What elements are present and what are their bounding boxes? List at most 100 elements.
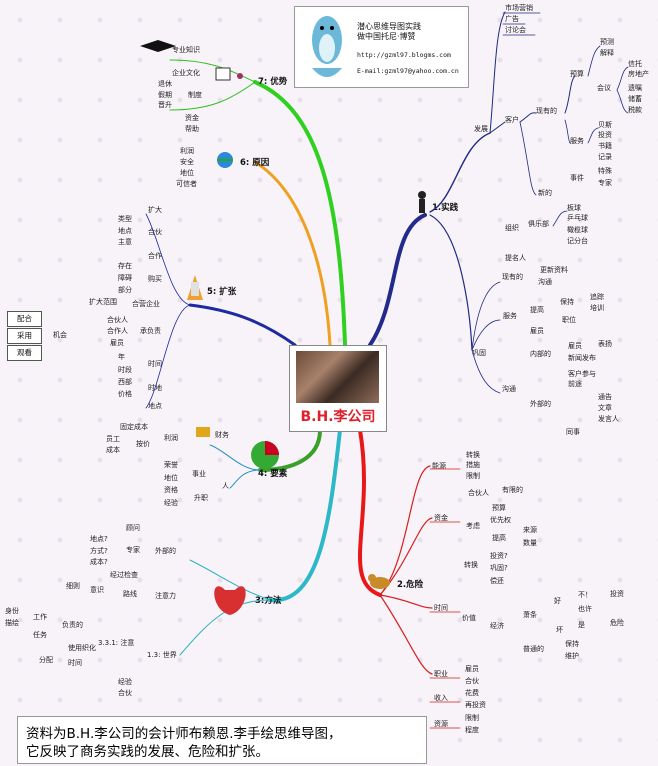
danger-maybe: 也许 <box>578 604 592 613</box>
club-b <box>552 210 568 227</box>
current-1: 沟通 <box>538 277 552 286</box>
service-0: 贝斯 <box>598 120 612 129</box>
adv-b2 <box>169 81 256 111</box>
branch-expand <box>188 303 297 347</box>
event-1: 专家 <box>598 178 612 187</box>
expand-b2 <box>145 304 191 409</box>
profit-3: 按价 <box>136 439 150 448</box>
practice-external: 外部的 <box>530 399 551 408</box>
danger-partner: 合伙人 <box>468 488 489 497</box>
practice-top-1: 广告 <box>505 14 519 23</box>
method-time: 时间 <box>68 658 82 667</box>
meeting-1: 房地产 <box>628 69 649 78</box>
practice-develop-line <box>429 132 491 213</box>
meeting-2: 遗嘱 <box>628 83 642 92</box>
expand-b1 <box>145 213 191 306</box>
keep-1: 培训 <box>590 303 604 312</box>
job-1: 合伙 <box>465 676 479 685</box>
danger-job: 职业 <box>434 669 448 678</box>
danger-time: 时间 <box>434 603 448 612</box>
expert-1: 方式? <box>90 546 108 555</box>
practice-service2: 服务 <box>503 311 517 320</box>
income-0: 花费 <box>465 688 479 697</box>
danger-convert: 转换 <box>464 560 478 569</box>
practice-top-0: 市场营销 <box>505 3 533 12</box>
header-card: 潜心思维导图实践 做中国托尼·博赞 http://gzml97.blogms.c… <box>294 6 469 88</box>
expert-0: 地点? <box>90 534 108 543</box>
center-photo <box>296 351 379 403</box>
practice-service: 服务 <box>570 136 584 145</box>
elements-profit: 利润 <box>164 433 178 442</box>
practice-consolidate: 巩固 <box>472 349 486 357</box>
cust-existing <box>519 112 537 123</box>
danger-income: 收入 <box>434 693 448 702</box>
practice-develop: 发展 <box>474 124 488 133</box>
profit-2: 成本 <box>106 445 120 454</box>
practice-club: 俱乐部 <box>528 219 549 228</box>
normal-0: 保持 <box>565 639 579 648</box>
business-0: 荣誉 <box>164 460 178 469</box>
method-aware: 意识 <box>90 585 104 594</box>
internal-1: 表扬 <box>598 339 612 348</box>
method-responsible: 负责的 <box>62 620 83 629</box>
graduation-cap-icon <box>140 40 176 52</box>
practice-budget: 预算 <box>570 69 584 78</box>
danger-risk: 危险 <box>610 618 624 627</box>
internal-2: 新闻发布 <box>568 353 596 362</box>
method-check: 经过检查 <box>110 570 138 579</box>
resource-0: 限制 <box>465 713 479 722</box>
left-box-3: 观看 <box>7 345 42 361</box>
globe-icon <box>217 152 233 168</box>
practice-current: 现有的 <box>502 272 523 281</box>
caption-line1: 资料为B.H.李公司的会计师布赖恩.李手绘思维导图， <box>26 726 342 742</box>
method-experience: 经验 <box>118 677 132 686</box>
convert-1: 巩固? <box>490 564 508 572</box>
method-partner: 合伙 <box>118 688 132 697</box>
header-url[interactable]: http://gzml97.blogms.com <box>357 51 451 59</box>
elements-label: 4: 要素 <box>258 468 288 479</box>
advantage-5: 晋升 <box>158 100 172 109</box>
meeting-b2 <box>616 89 629 114</box>
external-3: 文章 <box>598 403 612 412</box>
cons-communicate <box>471 349 501 394</box>
expand-3: 购买 <box>148 274 162 283</box>
job-0: 雇员 <box>465 664 479 673</box>
danger-resource: 资源 <box>434 719 448 728</box>
club-2: 橄榄球 <box>567 225 588 234</box>
cons-service <box>471 319 501 351</box>
method-duty: 任务 <box>33 630 47 639</box>
advantage-label: 7: 优势 <box>258 76 288 87</box>
service-1: 投资 <box>598 130 612 139</box>
caption-line2: 它反映了商务实践的发展、危险和扩张。 <box>26 744 269 760</box>
header-email[interactable]: E-mail:gzml97@yahoo.com.cn <box>357 67 459 75</box>
practice-label: 1.实践 <box>432 202 459 213</box>
elem-b1 <box>209 444 261 471</box>
businessman-icon <box>418 191 426 213</box>
improve-1: 职位 <box>562 315 576 324</box>
cons-current <box>471 281 501 351</box>
business-1: 地位 <box>164 473 178 482</box>
rocket-icon <box>187 275 203 300</box>
practice-org: 组织 <box>505 223 519 232</box>
cust-new <box>519 121 537 196</box>
external-4: 发言人 <box>598 414 619 423</box>
exist-service <box>564 119 571 144</box>
service-2: 书籍 <box>598 141 612 150</box>
expand-8: 地点 <box>148 401 162 410</box>
raise-0: 来源 <box>523 525 537 534</box>
method-note: 3.3.1: 注意 <box>98 638 134 647</box>
left-box-2: 采用 <box>7 328 42 344</box>
danger-cap-line <box>379 465 431 596</box>
cap-1: 措施 <box>466 460 480 469</box>
meeting-b <box>616 66 629 91</box>
expand-sub-13: 价格 <box>118 389 132 398</box>
expand-sub-0: 类型 <box>118 214 132 223</box>
expand-sub-10: 年 <box>118 352 125 361</box>
improve-0: 保持 <box>560 297 574 306</box>
method-assign: 分配 <box>39 655 53 664</box>
method-detail: 细则 <box>66 581 80 590</box>
practice-peers: 同事 <box>566 427 580 436</box>
service-3: 记录 <box>598 153 612 161</box>
danger-job-line <box>379 594 433 675</box>
expand-sub-8: 合作人 <box>107 326 128 335</box>
